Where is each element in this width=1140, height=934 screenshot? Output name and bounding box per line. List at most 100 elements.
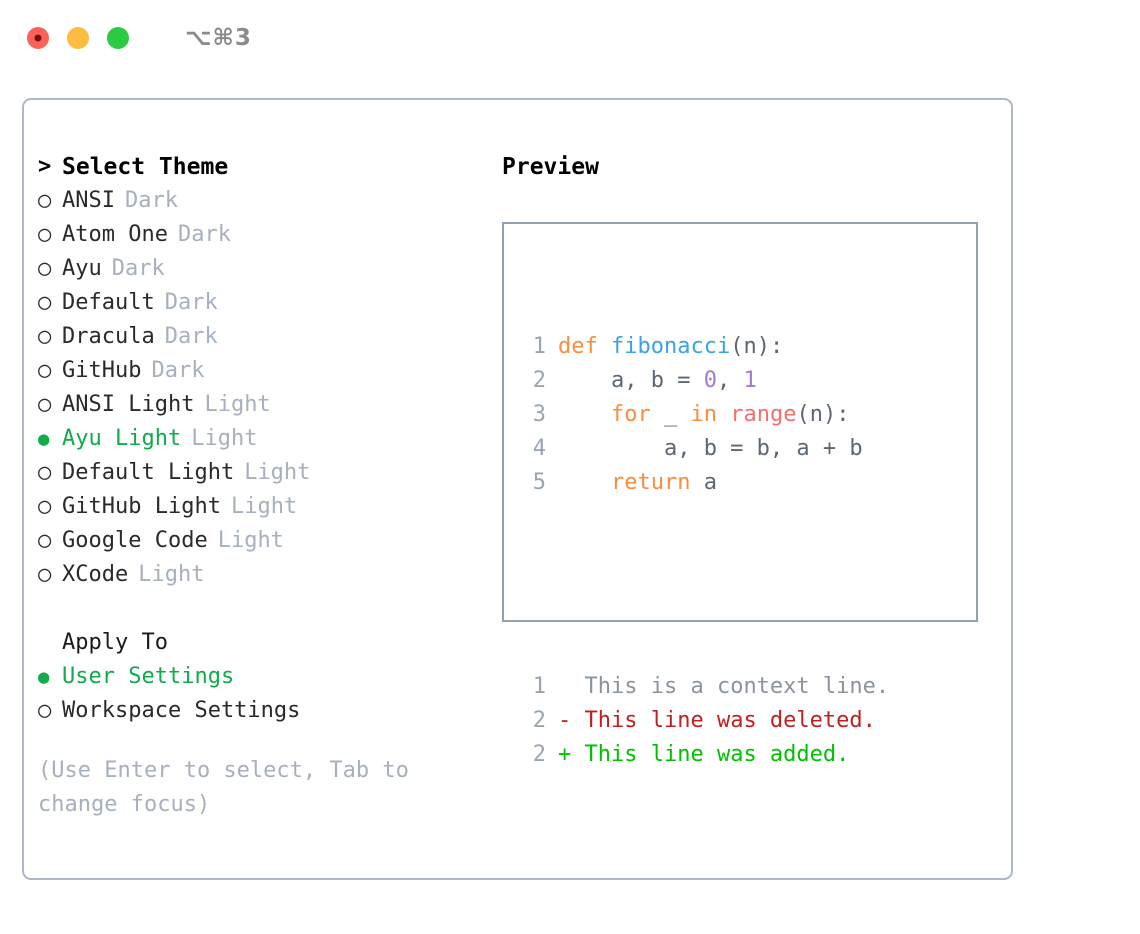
radio-selected-icon[interactable]: ● — [38, 666, 50, 688]
code-gap — [520, 568, 889, 602]
radio-unselected-icon[interactable]: ○ — [38, 562, 52, 587]
theme-name: Ayu Light — [62, 426, 182, 451]
theme-name: Default Light — [62, 460, 235, 485]
diff-sign — [558, 674, 571, 699]
apply-to-item[interactable]: ● User Settings — [38, 660, 498, 694]
list-spacer — [38, 592, 498, 626]
code-line-content: a, b = b, a + b — [558, 432, 863, 466]
code-line-content: return a — [558, 466, 717, 500]
code-token: fibonacci — [610, 334, 731, 359]
code-token — [558, 402, 611, 427]
radio-unselected-icon[interactable]: ○ — [38, 256, 52, 281]
code-token: range — [730, 402, 797, 427]
code-line-content: for _ in range(n): — [558, 398, 849, 432]
code-token: (n): — [730, 334, 784, 359]
theme-variant-badge: Dark — [124, 188, 178, 213]
code-line-number: 5 — [532, 470, 546, 495]
diff-line-content: + This line was added. — [558, 738, 849, 772]
apply-to-label-text: User Settings — [62, 664, 235, 689]
minimize-button-icon[interactable] — [67, 27, 89, 49]
theme-variant-badge: Light — [244, 460, 311, 485]
code-line-content: a, b = 0, 1 — [558, 364, 757, 398]
code-line-number: 3 — [532, 402, 546, 427]
code-line: 4 a, b = b, a + b — [520, 432, 889, 466]
keyboard-hint-text: (Use Enter to select, Tab to change focu… — [38, 758, 409, 817]
radio-unselected-icon[interactable]: ○ — [38, 222, 52, 247]
diff-lines: 1 This is a context line. 2 - This line wa… — [520, 670, 889, 772]
code-token: 0 — [703, 368, 717, 393]
radio-unselected-icon[interactable]: ○ — [38, 188, 52, 213]
theme-name: XCode — [62, 562, 129, 587]
radio-unselected-icon[interactable]: ○ — [38, 290, 52, 315]
code-token: a — [690, 470, 717, 495]
theme-variant-badge: Light — [204, 392, 271, 417]
diff-text: This is a context line. — [584, 674, 890, 699]
traffic-light-buttons — [27, 27, 147, 49]
diff-line-number: 2 — [532, 708, 546, 733]
radio-unselected-icon[interactable]: ○ — [38, 494, 52, 519]
radio-unselected-icon[interactable]: ○ — [38, 460, 52, 485]
select-theme-label: Select Theme — [62, 154, 229, 180]
close-button-icon[interactable] — [27, 27, 49, 49]
apply-to-label-text: Workspace Settings — [62, 698, 301, 723]
radio-unselected-icon[interactable]: ○ — [38, 698, 52, 723]
diff-line: 2 + This line was added. — [520, 738, 889, 772]
radio-unselected-icon[interactable]: ○ — [38, 358, 52, 383]
code-token: return — [610, 470, 691, 495]
keyboard-shortcut-label: ⌥⌘3 — [185, 25, 252, 51]
apply-to-item[interactable]: ○ Workspace Settings — [38, 694, 498, 728]
code-line: 3 for _ in range(n): — [520, 398, 889, 432]
code-token: a, b = b, a + b — [558, 436, 863, 461]
code-token: in — [690, 402, 717, 427]
code-line-number: 2 — [532, 368, 546, 393]
theme-list-item[interactable]: ○ Atom One Dark — [38, 218, 498, 252]
code-token — [558, 470, 611, 495]
code-token: def — [558, 334, 611, 359]
radio-selected-icon[interactable]: ● — [38, 428, 50, 450]
maximize-button-icon[interactable] — [107, 27, 129, 49]
theme-variant-badge: Dark — [177, 222, 231, 247]
apply-to-header: Apply To — [38, 626, 498, 660]
code-line-number: 4 — [532, 436, 546, 461]
theme-list-item[interactable]: ○ Default Light Light — [38, 456, 498, 490]
title-bar: ⌥⌘3 — [0, 0, 1140, 76]
diff-text: This line was added. — [584, 742, 850, 767]
preview-title: Preview — [502, 154, 599, 180]
diff-line-content: This is a context line. — [558, 670, 890, 704]
code-token: a, b = — [558, 368, 704, 393]
theme-name: GitHub Light — [62, 494, 221, 519]
theme-name: Dracula — [62, 324, 155, 349]
diff-line: 1 This is a context line. — [520, 670, 889, 704]
code-token — [717, 402, 730, 427]
code-token: , — [716, 368, 744, 393]
code-token: 1 — [743, 368, 757, 393]
radio-unselected-icon[interactable]: ○ — [38, 324, 52, 349]
code-line-content: def fibonacci(n): — [558, 330, 783, 364]
diff-sign: + — [558, 742, 572, 767]
diff-line-content: - This line was deleted. — [558, 704, 876, 738]
theme-name: Google Code — [62, 528, 208, 553]
diff-line-number: 1 — [532, 674, 546, 699]
radio-unselected-icon[interactable]: ○ — [38, 528, 52, 553]
diff-line-number: 2 — [532, 742, 546, 767]
radio-unselected-icon[interactable]: ○ — [38, 392, 52, 417]
theme-variant-badge: Dark — [111, 256, 165, 281]
theme-name: Atom One — [62, 222, 168, 247]
theme-variant-badge: Dark — [151, 358, 205, 383]
